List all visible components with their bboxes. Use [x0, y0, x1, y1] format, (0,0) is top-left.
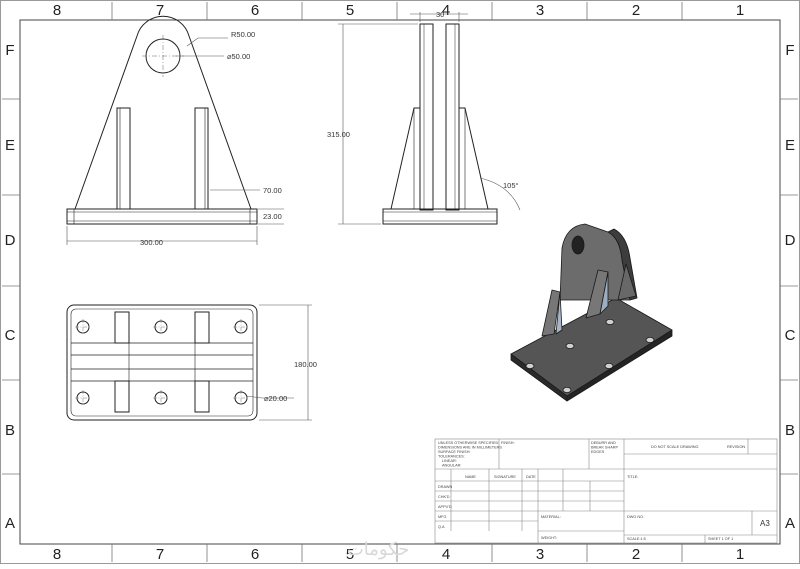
tb-deburr: DEBURR AND [591, 441, 616, 445]
dim-top-depth: 180.00 [294, 360, 317, 369]
tb-col-date: DATE [526, 475, 536, 479]
zone-col-label: 3 [536, 2, 544, 19]
zone-row-label: D [5, 232, 16, 249]
top-rib-slot [114, 380, 130, 413]
tb-finish: FINISH: [501, 441, 515, 445]
zone-col-label: 6 [251, 2, 259, 19]
top-plate-outline [66, 304, 258, 421]
dim-top-hole: ⌀20.00 [264, 394, 287, 403]
side-rib-left [390, 107, 420, 210]
zone-row-label: B [5, 422, 15, 439]
dim-front-plate-thickness: 23.00 [263, 212, 282, 221]
tb-title-label: TITLE: [627, 475, 638, 479]
zone-col-label: 1 [736, 546, 744, 563]
zone-col-label: 5 [346, 2, 354, 19]
zone-row-label: A [5, 515, 15, 532]
tb-note: LINEAR: [442, 459, 457, 463]
zone-col-label: 6 [251, 546, 259, 563]
inner-frame [19, 19, 781, 545]
zone-row-label: A [785, 515, 795, 532]
top-view [66, 304, 258, 421]
front-base-plate [66, 208, 258, 225]
tb-col-name: NAME [465, 475, 476, 479]
zone-col-label: 1 [736, 2, 744, 19]
tb-note: ANGULAR: [442, 464, 461, 468]
tb-scale-label: SCALE:1:5 [627, 537, 646, 541]
side-rib-right [459, 107, 489, 210]
zone-col-label: 4 [442, 2, 450, 19]
isometric-view [510, 223, 673, 402]
tb-revision: REVISION [727, 445, 745, 449]
zone-col-label: 8 [53, 546, 61, 563]
tb-size: A3 [760, 519, 770, 528]
tb-sheet-label: SHEET 1 OF 1 [708, 537, 733, 541]
front-rib-right [194, 107, 209, 210]
top-rib-slot [194, 380, 210, 413]
side-dimension-lines [338, 12, 521, 225]
tb-row-label: DRAWN [438, 485, 452, 489]
front-view [66, 15, 258, 225]
zone-col-label: 8 [53, 2, 61, 19]
dim-front-hole: ⌀50.00 [227, 52, 250, 61]
tb-note: TOLERANCES: [438, 455, 465, 459]
zone-row-label: C [785, 327, 796, 344]
tb-col-signature: SIGNATURE [494, 475, 516, 479]
front-rib-left [116, 107, 131, 210]
tb-note: SURFACE FINISH: [438, 450, 471, 454]
title-block [434, 438, 778, 544]
front-gusset-outline [74, 15, 252, 210]
tb-note: DIMENSIONS ARE IN MILLIMETERS [438, 446, 502, 450]
tb-note: UNLESS OTHERWISE SPECIFIED: [438, 441, 499, 445]
tb-row-label: APPV'D [438, 505, 452, 509]
tb-deburr: EDGES [591, 450, 605, 454]
zone-col-label: 2 [632, 2, 640, 19]
top-center-marks [75, 319, 249, 406]
tb-row-label: MFG [438, 515, 446, 519]
zone-row-label: E [5, 137, 15, 154]
top-rib-slot [194, 311, 210, 344]
front-dimension-lines [66, 37, 284, 245]
dim-side-angle: 105° [503, 181, 519, 190]
zone-row-label: E [785, 137, 795, 154]
tb-do-not-scale: DO NOT SCALE DRAWING [651, 445, 699, 449]
top-dimension-lines [245, 304, 312, 421]
zone-col-label: 5 [346, 546, 354, 563]
zone-row-label: C [5, 327, 16, 344]
zone-col-label: 4 [442, 546, 450, 563]
zone-col-label: 7 [156, 546, 164, 563]
tb-row-label: Q.A [438, 525, 445, 529]
zone-ticks [2, 2, 798, 562]
zone-row-label: D [785, 232, 796, 249]
watermark-text: حكومات [347, 539, 409, 560]
zone-row-label: B [785, 422, 795, 439]
dim-front-radius: R50.00 [231, 30, 255, 39]
dim-side-height: 315.00 [327, 130, 350, 139]
tb-weight-label: WEIGHT: [541, 536, 557, 540]
tb-deburr: BREAK SHARP [591, 446, 618, 450]
side-view [382, 23, 498, 225]
tb-row-label: CHK'D [438, 495, 450, 499]
dim-side-rib-thickness: 30 [436, 10, 444, 19]
zone-col-label: 3 [536, 546, 544, 563]
dim-front-width: 300.00 [140, 238, 163, 247]
dim-front-rib-height: 70.00 [263, 186, 282, 195]
side-web-left [419, 23, 434, 211]
top-rib-slot [114, 311, 130, 344]
side-base-plate [382, 208, 498, 225]
tb-dwg-no-label: DWG NO. [627, 515, 644, 519]
zone-col-label: 7 [156, 2, 164, 19]
zone-row-label: F [785, 42, 794, 59]
zone-row-label: F [5, 42, 14, 59]
side-web-right [445, 23, 460, 211]
zone-col-label: 2 [632, 546, 640, 563]
tb-material-label: MATERIAL: [541, 515, 561, 519]
